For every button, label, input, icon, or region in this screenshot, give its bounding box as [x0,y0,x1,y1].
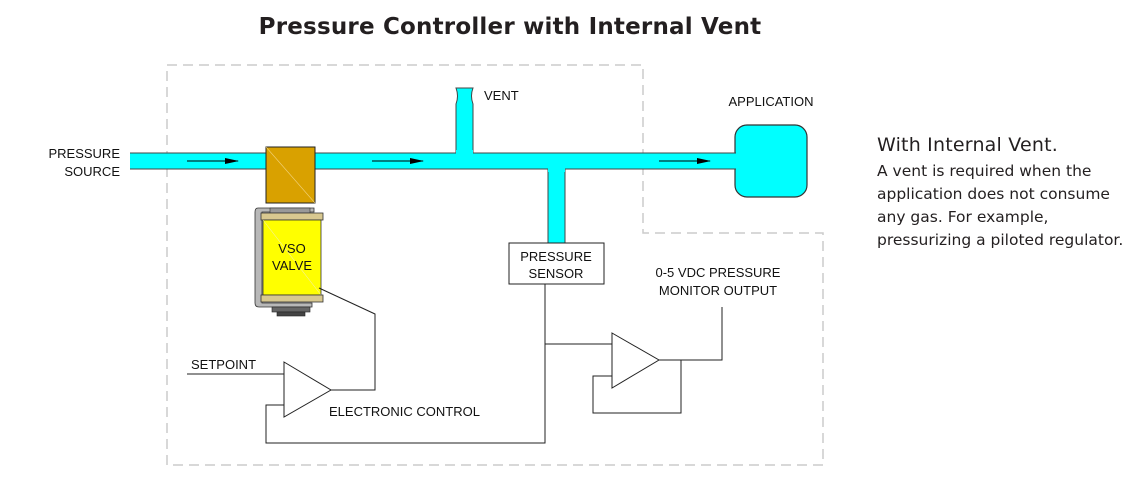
coil-cap-bottom [260,294,324,303]
electronic-control-label: ELECTRONIC CONTROL [329,404,480,419]
monitor-output-amplifier [611,332,660,389]
pressure-sensor-label: SENSOR [529,266,584,281]
vso-valve-label: VSO [278,241,305,256]
coil-cap-top [260,212,324,221]
application-label: APPLICATION [728,94,813,109]
pressure-source-label: SOURCE [64,164,120,179]
pressure-controller-diagram: VSO VALVE PRESSURE SENSOR PRESSURE SOURC… [48,64,824,466]
electronic-control-amplifier [283,361,332,418]
page-title: Pressure Controller with Internal Vent [258,14,762,40]
vent-pipe [455,87,474,155]
vso-valve-label: VALVE [272,258,312,273]
pressure-sensor-box [508,242,605,285]
pressure-source-label: PRESSURE [48,146,120,161]
side-description: A vent is required when the application … [877,162,1124,249]
control-wiring [187,284,723,444]
pressure-sensor-label: PRESSURE [520,249,592,264]
setpoint-label: SETPOINT [191,357,256,372]
sensor-branch-pipe [547,165,566,245]
monitor-output-label: 0-5 VDC PRESSURE [656,265,781,280]
vso-valve: VSO VALVE [254,146,324,317]
side-panel: With Internal Vent. A vent is required w… [877,134,1143,252]
monitor-output-label: MONITOR OUTPUT [659,283,777,298]
vent-label: VENT [484,88,519,103]
controller-boundary [166,64,824,466]
side-heading: With Internal Vent. [877,134,1058,156]
application-vessel [734,124,808,198]
